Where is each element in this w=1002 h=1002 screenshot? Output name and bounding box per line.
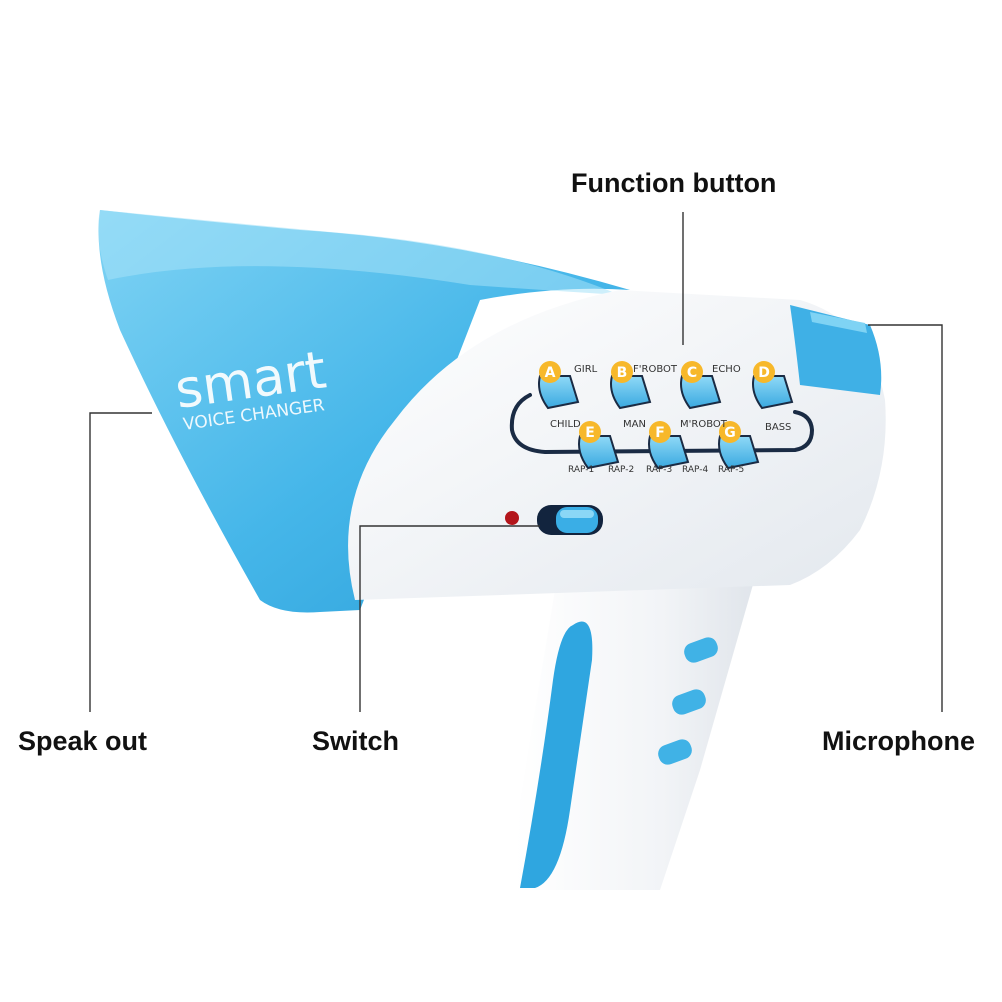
function-buttons: A B C D E F G bbox=[538, 361, 794, 470]
panel-label-frobot: F'ROBOT bbox=[633, 364, 678, 375]
callout-line-mic bbox=[868, 324, 943, 712]
handle bbox=[515, 560, 760, 890]
callout-speak-out: Speak out bbox=[18, 726, 148, 756]
button-badge bbox=[649, 421, 671, 443]
button-badge bbox=[539, 361, 561, 383]
main-body bbox=[348, 290, 886, 600]
button-letter: F bbox=[655, 425, 665, 441]
button-badge bbox=[611, 361, 633, 383]
button-letter: B bbox=[617, 365, 628, 381]
button-badge bbox=[579, 421, 601, 443]
button-letter: A bbox=[545, 365, 556, 381]
button-badge bbox=[681, 361, 703, 383]
button-letter: G bbox=[724, 425, 736, 441]
panel-label-echo: ECHO bbox=[712, 364, 741, 375]
callout-microphone: Microphone bbox=[822, 726, 975, 756]
grip-ridge bbox=[658, 739, 692, 765]
button-letter: D bbox=[758, 365, 770, 381]
power-switch[interactable] bbox=[537, 505, 603, 535]
function-button-b[interactable]: B bbox=[610, 361, 652, 410]
callout-switch: Switch bbox=[312, 726, 400, 756]
callout-line-speak bbox=[89, 412, 152, 712]
power-led bbox=[505, 511, 519, 525]
function-button-e[interactable]: E bbox=[578, 421, 620, 470]
function-button-a[interactable]: A bbox=[538, 361, 580, 410]
button-badge bbox=[719, 421, 741, 443]
grip-ridge bbox=[672, 689, 706, 715]
panel-label-bass: BASS bbox=[765, 422, 791, 433]
rap-label-4: RAP-4 bbox=[682, 465, 709, 475]
grip-ridge bbox=[684, 637, 718, 663]
rap-label-1: RAP-1 bbox=[568, 465, 594, 475]
panel-label-mrobot: M'ROBOT bbox=[680, 419, 728, 430]
button-letter: C bbox=[687, 365, 697, 381]
panel-label-girl: GIRL bbox=[574, 364, 598, 375]
callout-lines bbox=[89, 212, 943, 712]
microphone-cap bbox=[790, 305, 882, 395]
function-button-g[interactable]: G bbox=[718, 421, 760, 470]
function-button-c[interactable]: C bbox=[680, 361, 722, 410]
horn-highlight bbox=[98, 210, 620, 295]
rap-label-2: RAP-2 bbox=[608, 465, 634, 475]
button-letter: E bbox=[585, 425, 595, 441]
speaker-horn bbox=[98, 210, 630, 613]
function-button-f[interactable]: F bbox=[648, 421, 690, 470]
function-button-d[interactable]: D bbox=[752, 361, 794, 410]
callout-function-button: Function button bbox=[571, 168, 777, 198]
rap-label-3: RAP-3 bbox=[646, 465, 672, 475]
panel-label-child: CHILD bbox=[550, 419, 581, 430]
button-badge bbox=[753, 361, 775, 383]
callout-line-switch bbox=[359, 525, 540, 712]
panel-label-man: MAN bbox=[623, 419, 646, 430]
rap-label-5: RAP-5 bbox=[718, 465, 744, 475]
